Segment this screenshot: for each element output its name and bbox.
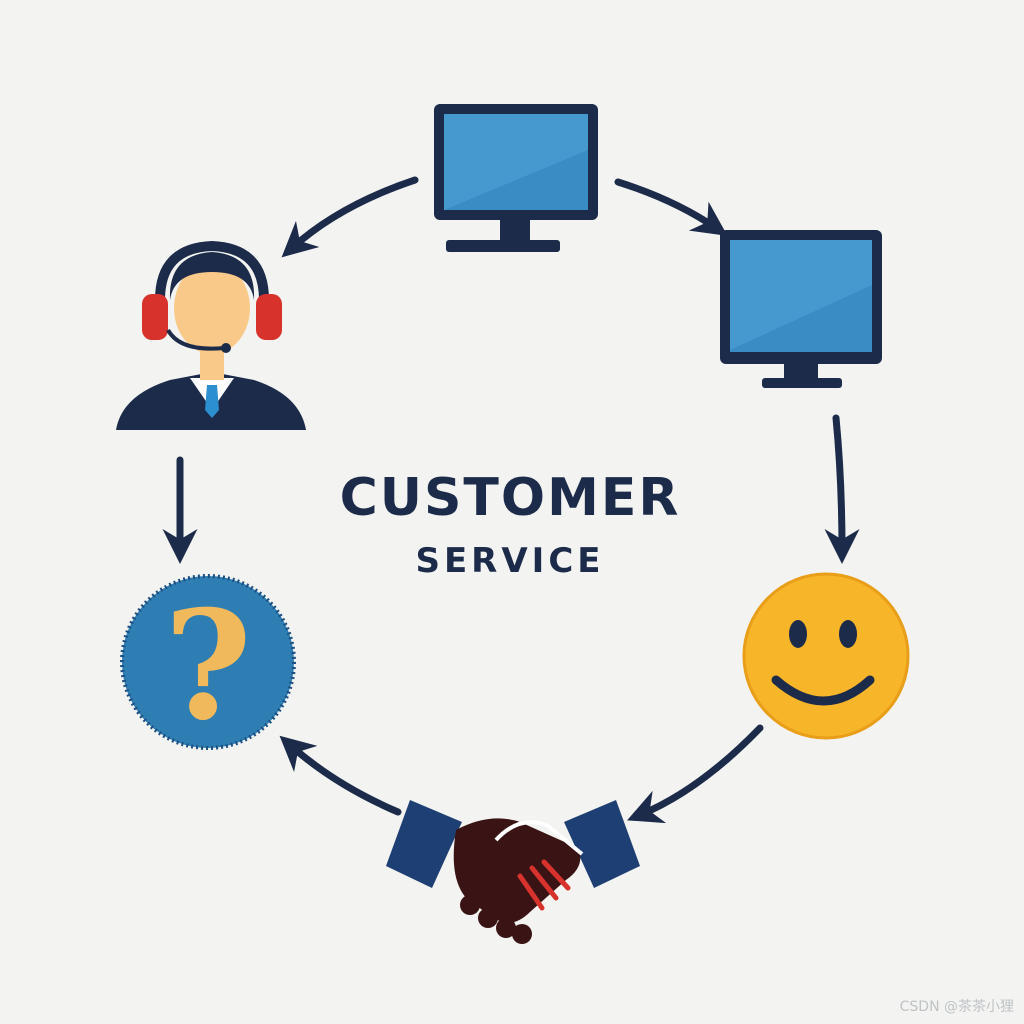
watermark: CSDN @茶茶小狸 xyxy=(899,999,1014,1015)
cycle-arrows xyxy=(162,176,860,824)
support-agent-headset-icon xyxy=(116,240,306,430)
question-mark-glyph: ? xyxy=(164,578,252,754)
question-mark-icon: ? xyxy=(120,574,296,754)
smiley-face-icon xyxy=(742,572,910,740)
diagram-title-line2: SERVICE xyxy=(415,528,605,584)
arrow-right-computer-to-smiley xyxy=(824,414,860,564)
handshake-icon xyxy=(386,800,640,944)
arrow-top-computer-to-agent xyxy=(281,176,419,258)
arrow-top-computer-to-right-computer xyxy=(614,178,728,236)
arrow-smiley-to-handshake xyxy=(627,724,764,824)
computer-monitor-icon xyxy=(720,230,882,388)
arrow-handshake-to-question xyxy=(279,735,402,816)
diagram-title-line1: CUSTOMER xyxy=(339,468,681,528)
computer-monitor-icon xyxy=(434,104,598,252)
